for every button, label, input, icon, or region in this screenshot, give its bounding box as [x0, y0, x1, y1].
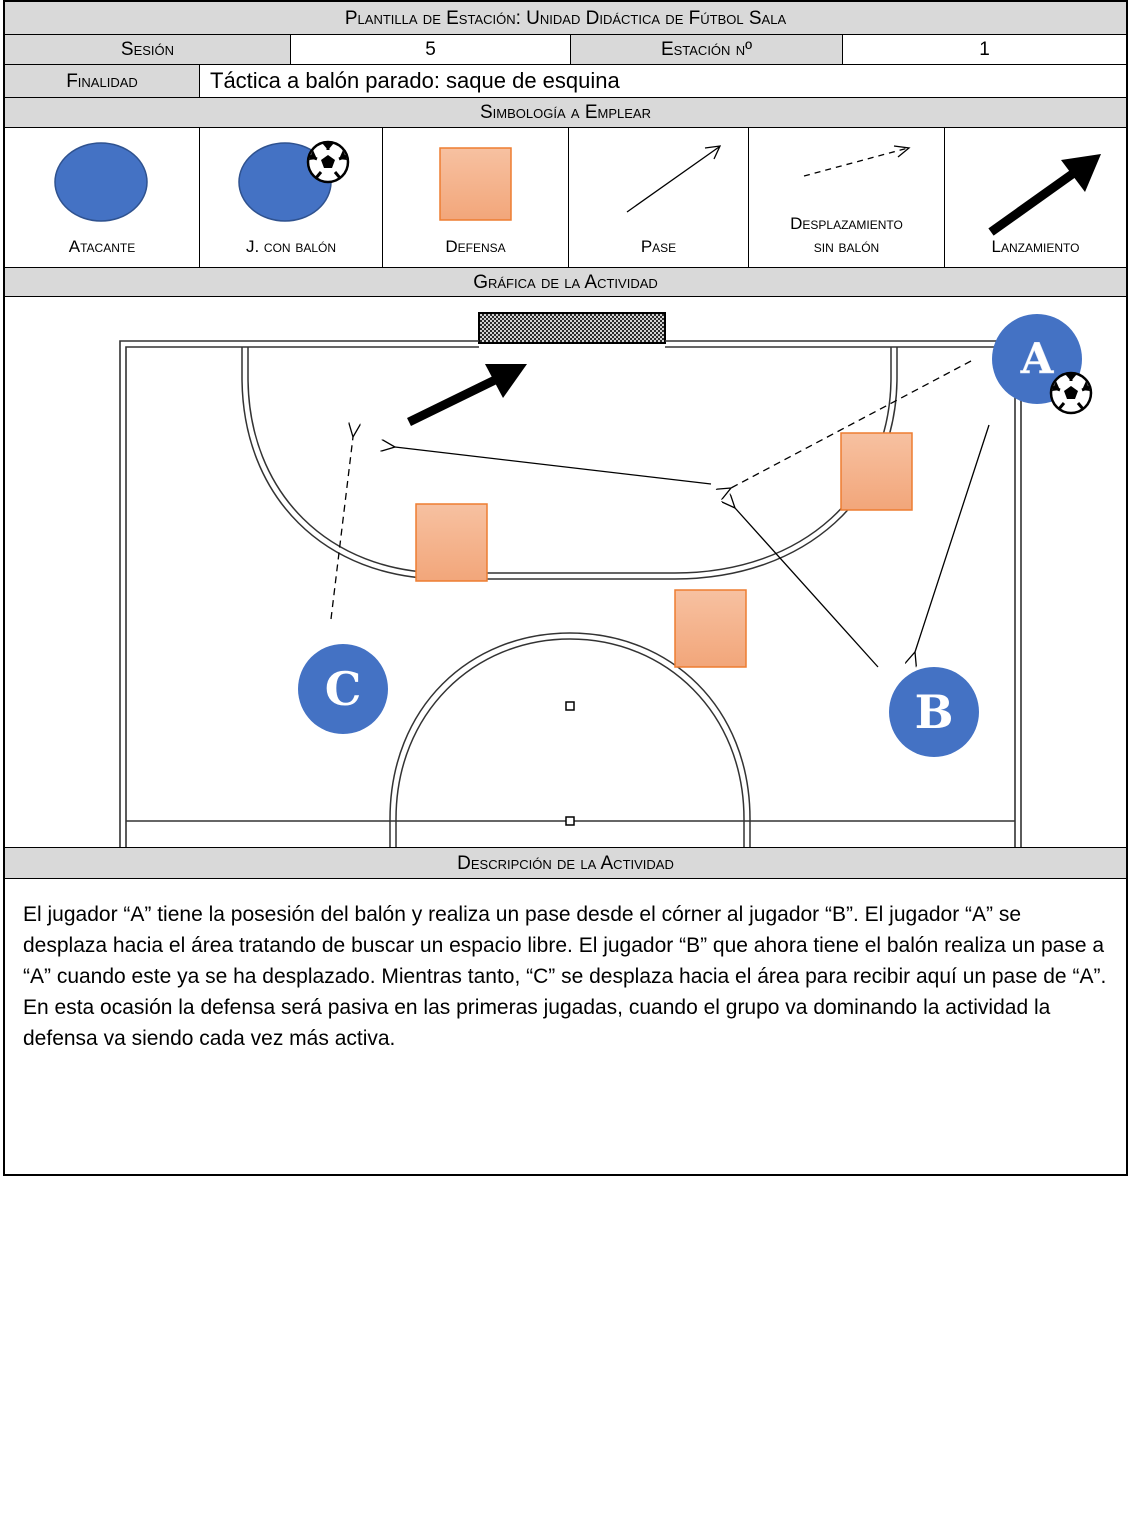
symbols-row: Atacante J. con balón — [5, 128, 1126, 268]
goal-net — [478, 312, 666, 344]
symbol-player-with-ball: J. con balón — [200, 128, 383, 267]
pass-a-to-b — [915, 424, 990, 652]
purpose-label: Finalidad — [5, 65, 200, 97]
player-c-label: C — [325, 662, 362, 716]
session-label: Sesión — [5, 35, 291, 64]
activity-diagram: A B C — [5, 297, 1126, 848]
soccer-ball-icon — [1049, 371, 1093, 415]
player-b-label: B — [915, 685, 954, 739]
station-template: Plantilla de Estación: Unidad Didáctica … — [3, 0, 1128, 1176]
description-heading: Descripción de la Actividad — [457, 852, 674, 874]
symbol-run-label-line2: sin balón — [813, 237, 880, 257]
shot-arrow-icon — [988, 154, 1101, 236]
court-boundary — [119, 340, 1022, 847]
session-row: Sesión 5 Estación nº 1 — [5, 35, 1126, 65]
shot-arrow-line — [407, 375, 497, 427]
futsal-court: A B C — [119, 312, 1093, 847]
penalty-spot — [565, 701, 575, 711]
symbols-heading: Simbología a Emplear — [480, 102, 651, 123]
player-a-label: A — [1020, 334, 1055, 383]
station-value: 1 — [979, 39, 990, 60]
symbol-shot: Lanzamiento — [945, 128, 1126, 267]
soccer-ball-icon — [306, 140, 350, 184]
description-heading-row: Descripción de la Actividad — [5, 848, 1126, 879]
player-with-ball-icon — [238, 140, 350, 222]
purpose-value: Táctica a balón parado: saque de esquina — [210, 68, 620, 93]
shot-arrow-head — [485, 364, 527, 398]
attacker-circle-icon — [54, 142, 148, 222]
center-circle — [389, 632, 751, 847]
symbol-attacker-label: Atacante — [68, 237, 136, 257]
defender-2 — [840, 432, 913, 511]
diagram-heading: Gráfica de la Actividad — [473, 271, 658, 293]
symbol-defender-label: Defensa — [445, 237, 506, 257]
defender-square-icon — [439, 147, 512, 221]
description-body: El jugador “A” tiene la posesión del bal… — [5, 879, 1126, 1174]
symbol-defender: Defensa — [383, 128, 569, 267]
dashed-arrow-icon — [803, 145, 911, 177]
page-title: Plantilla de Estación: Unidad Didáctica … — [344, 7, 787, 29]
symbol-run-label-line1: Desplazamiento — [790, 214, 903, 234]
description-paragraph-2: En esta ocasión la defensa será pasiva e… — [23, 996, 1051, 1050]
symbol-attacker: Atacante — [5, 128, 200, 267]
symbols-heading-row: Simbología a Emplear — [5, 98, 1126, 128]
run-c — [330, 437, 353, 620]
symbol-shot-label: Lanzamiento — [991, 237, 1080, 257]
title-row: Plantilla de Estación: Unidad Didáctica … — [5, 2, 1126, 35]
defender-3 — [674, 589, 747, 668]
symbol-run-without-ball: Desplazamiento sin balón — [749, 128, 945, 267]
pass-a-to-c — [395, 447, 712, 485]
defender-1 — [415, 503, 488, 582]
center-spot — [565, 816, 575, 826]
symbol-run-without-ball-label: Desplazamiento sin balón — [790, 213, 903, 267]
station-label: Estación nº — [571, 35, 843, 64]
purpose-row: Finalidad Táctica a balón parado: saque … — [5, 65, 1126, 98]
symbol-pass: Pase — [569, 128, 749, 267]
pass-b-to-a — [735, 508, 879, 668]
symbol-player-with-ball-label: J. con balón — [245, 237, 337, 257]
description-paragraph-1: El jugador “A” tiene la posesión del bal… — [23, 903, 1107, 988]
player-b: B — [889, 667, 979, 757]
symbol-pass-label: Pase — [640, 237, 677, 257]
pass-arrow-icon — [626, 145, 722, 213]
session-value: 5 — [291, 35, 571, 64]
player-c: C — [298, 644, 388, 734]
run-a — [731, 360, 972, 488]
diagram-heading-row: Gráfica de la Actividad — [5, 268, 1126, 297]
